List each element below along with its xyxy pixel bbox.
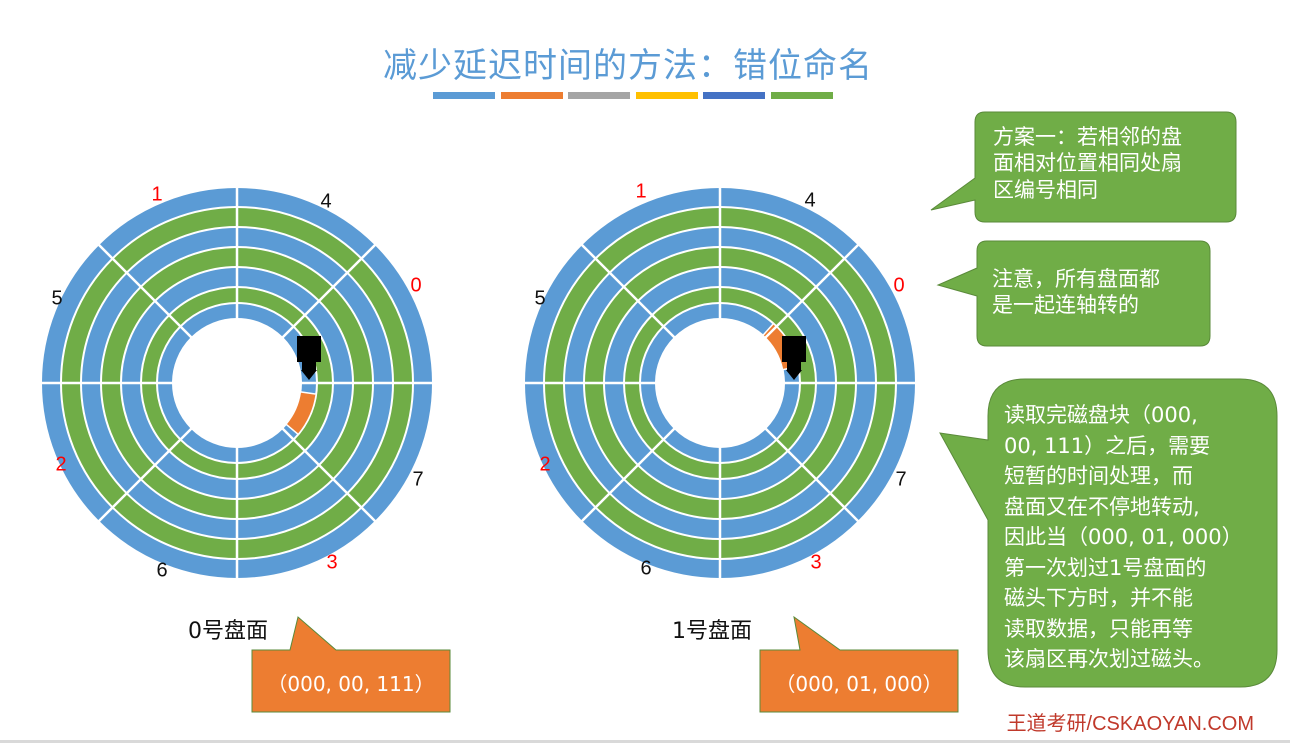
address-callout-1	[759, 615, 959, 713]
callout-line: 读取数据，只能再等	[1004, 616, 1193, 641]
sector-divider	[281, 243, 377, 339]
callout-line: 读取完磁盘块（000,	[1004, 403, 1198, 427]
bottom-divider	[0, 740, 1290, 743]
read-write-head-icon	[302, 362, 316, 370]
callout-line: 该扇区再次划过磁头。	[1004, 647, 1214, 671]
callout-line: 注意，所有盘面都	[992, 267, 1160, 291]
sector-label: 7	[895, 468, 906, 490]
read-write-head-icon	[301, 370, 317, 380]
platter-1-address: （000, 01, 000）	[775, 672, 943, 696]
sector-label: 0	[410, 274, 421, 296]
platter-1-label: 1号盘面	[672, 619, 752, 644]
callout-scheme-one: 方案一：若相邻的盘 面相对位置相同处扇 区编号相同	[993, 124, 1233, 203]
title-underline-segment	[433, 92, 495, 99]
title-underline-segment	[568, 92, 630, 99]
callout-line: 面相对位置相同处扇	[993, 151, 1182, 176]
callout-note: 注意，所有盘面都 是一起连轴转的	[992, 266, 1212, 319]
sector-label: 2	[55, 453, 66, 475]
sector-label: 5	[534, 287, 545, 309]
platter-0-label: 0号盘面	[188, 619, 268, 644]
sector-label: 4	[804, 189, 815, 211]
sector-label: 1	[635, 180, 646, 202]
sector-divider	[764, 243, 860, 339]
title-underline-segment	[703, 92, 765, 99]
callout-line: 区编号相同	[993, 177, 1098, 202]
disk-hub	[172, 318, 302, 448]
sector-divider	[580, 243, 676, 339]
title-underline-segment	[635, 92, 698, 99]
sector-label: 6	[156, 559, 167, 581]
callout-bubble-note	[936, 240, 1211, 347]
page-title: 减少延迟时间的方法：错位命名	[383, 46, 873, 86]
sector-divider	[97, 243, 193, 339]
callout-explanation: 读取完磁盘块（000, 00, 111）之后，需要 短暂的时间处理，而 盘面又在…	[1004, 400, 1266, 675]
callout-line: 第一次划过1号盘面的	[1004, 555, 1207, 580]
sector-divider	[580, 427, 676, 523]
read-write-head-icon	[782, 336, 806, 362]
sector-label: 3	[810, 551, 821, 573]
sector-label: 2	[539, 453, 550, 475]
callout-line: 盘面又在不停地转动,	[1004, 494, 1200, 519]
sector-divider	[281, 427, 377, 523]
callout-line: 是一起连轴转的	[992, 293, 1139, 318]
sector-label: 0	[893, 274, 904, 296]
footer-brand: 王道考研/CSKAOYAN.COM	[1006, 713, 1254, 735]
sector-label: 1	[151, 183, 162, 205]
sector-divider	[97, 427, 193, 523]
sector-label: 4	[320, 190, 331, 212]
platter-0-address: （000, 00, 111）	[267, 672, 435, 696]
address-callout-0	[251, 616, 451, 713]
read-write-head-icon	[297, 336, 321, 362]
sector-label: 5	[51, 287, 62, 309]
callout-line: 短暂的时间处理，而	[1004, 464, 1193, 488]
highlight-sector	[284, 391, 318, 436]
callout-line: 磁头下方时，并不能	[1004, 586, 1193, 610]
callout-line: 00, 111）之后，需要	[1004, 433, 1211, 458]
title-underline-segment	[500, 92, 563, 99]
callout-bubble-explanation	[939, 378, 1278, 688]
sector-label: 6	[640, 557, 651, 579]
callout-line: 因此当（000, 01, 000）	[1004, 525, 1243, 549]
sector-divider	[764, 427, 860, 523]
callout-line: 方案一：若相邻的盘	[993, 125, 1182, 149]
callout-bubble-scheme	[930, 111, 1237, 223]
title-underline-segment	[770, 92, 833, 99]
read-write-head-icon	[786, 370, 802, 380]
sector-label: 3	[326, 551, 337, 573]
read-write-head-icon	[787, 362, 801, 370]
sector-label: 7	[412, 468, 423, 490]
